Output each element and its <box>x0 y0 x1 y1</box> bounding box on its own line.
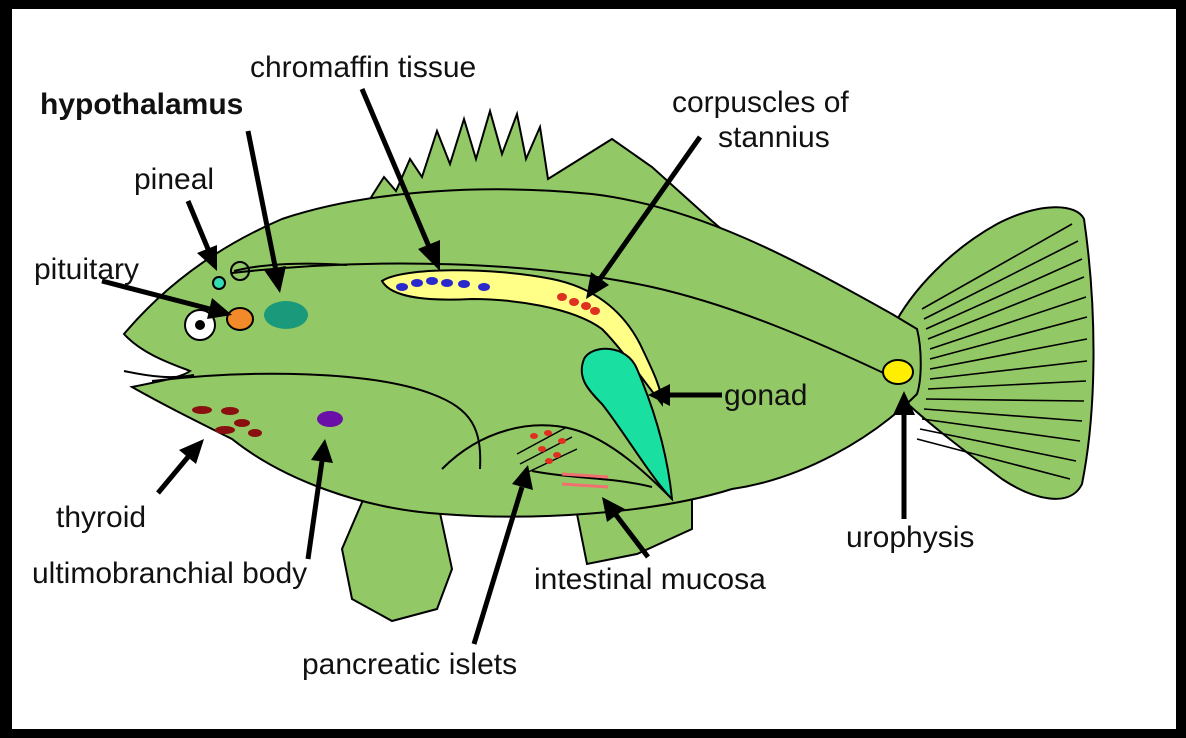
fish-body <box>124 189 921 516</box>
diagram-canvas: chromaffin tissue hypothalamus corpuscle… <box>12 9 1176 729</box>
arrow-thyroid <box>158 439 204 493</box>
urophysis-organ <box>883 360 913 384</box>
hypothalamus-organ <box>264 301 308 329</box>
label-pineal: pineal <box>134 163 214 196</box>
label-thyroid: thyroid <box>56 501 146 534</box>
label-ultimobranchial-body: ultimobranchial body <box>32 557 307 590</box>
label-chromaffin-tissue: chromaffin tissue <box>250 51 476 84</box>
fish-endocrine-diagram: chromaffin tissue hypothalamus corpuscle… <box>12 9 1176 729</box>
label-pancreatic-islets: pancreatic islets <box>302 648 517 681</box>
pituitary-organ <box>227 308 253 330</box>
arrow-pineal <box>188 201 217 271</box>
label-corpuscles-line1: corpuscles of <box>672 86 849 119</box>
tail-fin <box>892 207 1094 499</box>
arrow-urophysis <box>893 391 915 519</box>
label-hypothalamus: hypothalamus <box>40 88 243 121</box>
ultimobranchial-organ <box>317 411 343 427</box>
label-urophysis: urophysis <box>846 521 974 554</box>
label-pituitary: pituitary <box>34 253 139 286</box>
pineal-organ <box>213 277 225 289</box>
label-corpuscles-line2: stannius <box>718 121 830 154</box>
label-intestinal-mucosa: intestinal mucosa <box>534 563 766 596</box>
eye-pupil <box>195 320 205 330</box>
label-gonad: gonad <box>724 379 807 412</box>
